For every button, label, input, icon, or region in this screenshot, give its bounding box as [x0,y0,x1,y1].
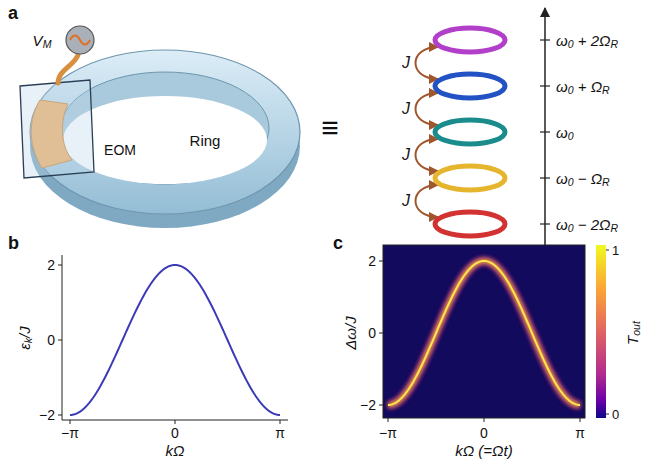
axis-ticks [540,40,550,224]
label: 0 [368,326,376,340]
ring-ellipse [435,120,505,144]
ticks [58,265,280,424]
sine-symbol [70,36,90,45]
tick [280,420,281,424]
panel-letter: a [8,4,18,22]
curve-glow [388,261,580,405]
ring-outline [432,71,508,101]
label: π [575,426,585,440]
tick [58,415,62,416]
ring-illustration [20,26,300,228]
coupling-label: J [400,147,412,163]
axis-title: Δω/J [343,316,358,349]
tick [388,418,389,422]
label: −2 [360,398,376,412]
axis-line [544,8,546,246]
tick [70,420,71,424]
mode-ring: ω0 + ΩR [432,71,508,101]
label: kΩ (=Ωt) [455,443,512,458]
transmission-map [379,245,609,422]
ring-outline [432,209,508,239]
mode-ring: ω0 − 2ΩR [432,209,508,239]
frequency-axis [540,8,550,246]
label: π [275,426,285,440]
eom-cable [58,55,78,83]
label: 0 [171,426,179,440]
coupling-label: J [400,101,412,117]
voltage-source [66,26,94,54]
ring-outline [432,163,508,193]
axis-tick [540,39,550,40]
label: 2 [368,254,376,268]
ring-ellipse [435,166,505,190]
frequency-label: ω0 [556,125,574,140]
curve-glow [388,261,580,405]
band-plot [58,255,288,424]
label: 0 [612,408,619,421]
tick [379,405,383,406]
axis-tick [540,131,550,132]
axis-tick [540,177,550,178]
mode-ring: ω0 − ΩR [432,163,508,193]
frame [383,245,585,418]
colorbar [596,245,606,418]
frequency-label: ω0 + ΩR [556,79,610,94]
ring-outline [432,25,508,55]
coupling-label: J [400,193,412,209]
tick [606,414,609,415]
label: 0 [47,333,55,347]
label: 2 [47,258,55,272]
coupling-arrow [416,185,439,217]
ring-outline [432,117,508,147]
curve-core [388,261,580,405]
ring-ellipse [435,74,505,98]
tick [175,420,176,424]
tick [379,261,383,262]
label: −2 [39,408,55,422]
label: −π [61,426,79,440]
ticks [379,261,580,422]
tick [580,418,581,422]
coupling-arrow [416,93,439,125]
coupling-label: J [400,55,412,71]
label: ≡ [321,113,339,143]
coupling-arrow [416,47,439,79]
frequency-label: ω0 + 2ΩR [556,33,618,48]
tick [58,340,62,341]
axis-tick [540,85,550,86]
panel-letter: b [8,234,19,252]
frequency-label: ω0 − 2ΩR [556,217,618,232]
axis-tick [540,223,550,224]
panel-letter: c [333,234,343,252]
heatmap-ground [383,245,585,418]
y-axis [62,255,63,420]
mode-ring: ω0 + 2ΩR [432,25,508,55]
axis-title: Tout [625,321,640,345]
label: EOM [104,143,136,157]
tick [58,265,62,266]
label: kΩ [166,443,185,458]
coupling-arrow [416,139,439,171]
label: 0 [480,426,488,440]
label: VM [33,33,52,48]
axis-title: εk/J [17,326,32,350]
eom-housing [20,80,94,178]
label: −π [379,426,397,440]
tick [379,333,383,334]
label: Ring [190,133,221,148]
label: 1 [612,244,619,257]
ring-ellipse [435,212,505,236]
tick [484,418,485,422]
mode-ring: ω0 [432,117,508,147]
band-curve [70,265,280,415]
svg-g [388,261,580,405]
ring-ellipse [435,28,505,52]
frequency-label: ω0 − ΩR [556,171,610,186]
tick [606,250,609,251]
